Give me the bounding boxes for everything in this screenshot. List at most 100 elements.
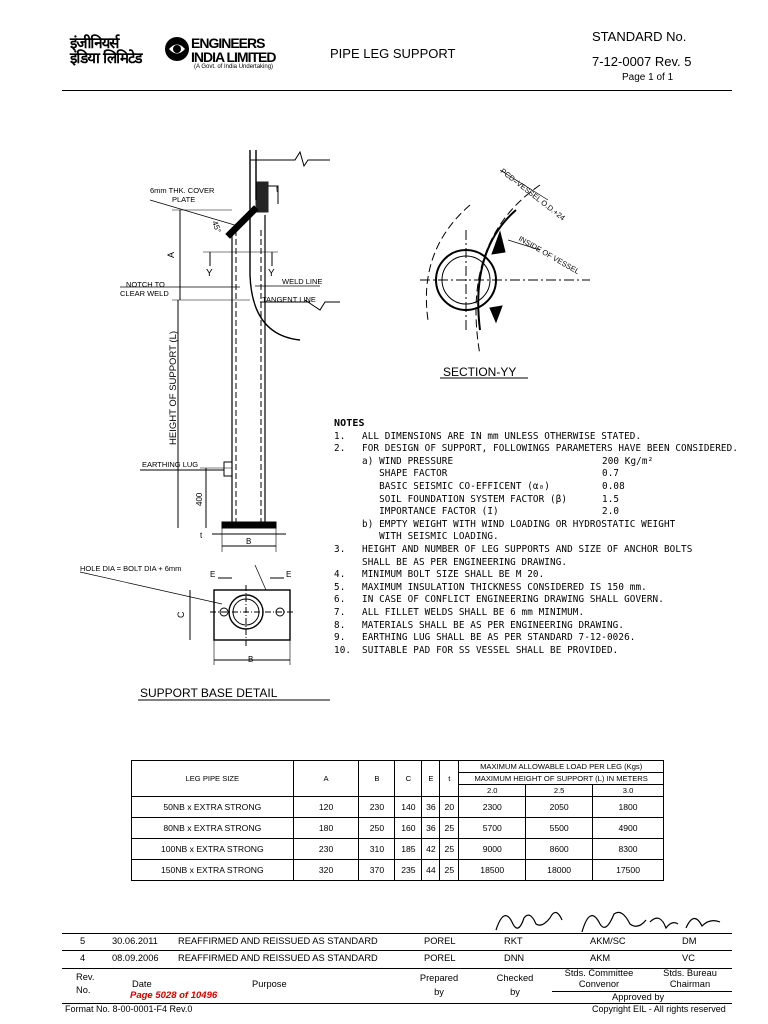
table-cell: 370	[358, 859, 396, 881]
technical-drawing: 6mm THK. COVER PLATE 45° A Y Y NOTCH TO …	[79, 150, 590, 701]
header-checked: Checked by	[490, 971, 540, 999]
header-prepared: Prepared by	[414, 971, 464, 999]
header-t: t	[439, 760, 460, 797]
rev-prepared: POREL	[424, 953, 456, 963]
header-a: A	[292, 760, 360, 797]
header-convenor: Stds. Committee Convenor	[554, 968, 644, 990]
plan-break-mark	[254, 564, 267, 591]
table-cell: 320	[292, 859, 360, 881]
table-cell: 150NB x EXTRA STRONG	[131, 859, 294, 881]
rev-checked: RKT	[504, 936, 523, 946]
logo-hindi-line-2: इंडिया लिमिटेड	[70, 49, 143, 67]
table-cell: 2300	[458, 796, 527, 818]
table-cell: 2050	[525, 796, 594, 818]
table-cell: 25	[439, 838, 460, 860]
approved-line	[552, 991, 732, 992]
note-item: a) WIND PRESSURE 200 Kg/m²	[334, 456, 738, 469]
table-cell: 18500	[458, 859, 527, 881]
base-plate-plan	[213, 589, 291, 641]
label-dim-b2: B	[248, 655, 253, 664]
weld-bottom	[489, 305, 503, 324]
logo-en-line-1: ENGINEERS	[191, 35, 265, 51]
table-cell: 235	[394, 859, 423, 881]
vessel-wall-section	[477, 209, 517, 331]
note-item: 4.MINIMUM BOLT SIZE SHALL BE M 20.	[334, 569, 738, 582]
header-rev-1: Rev.	[76, 972, 95, 982]
note-item: 5.MAXIMUM INSULATION THICKNESS CONSIDERE…	[334, 582, 738, 595]
note-item: 7.ALL FILLET WELDS SHALL BE 6 mm MINIMUM…	[334, 607, 738, 620]
header-leg-pipe-size: LEG PIPE SIZE	[131, 760, 294, 797]
table-cell: 9000	[458, 838, 527, 860]
note-number: 8.	[334, 619, 346, 631]
note-item: b) EMPTY WEIGHT WITH WIND LOADING OR HYD…	[334, 519, 738, 532]
header-e: E	[421, 760, 441, 797]
header-chairman: Stds. Bureau Chairman	[650, 968, 730, 990]
page-indicator: Page 1 of 1	[622, 72, 674, 83]
pcd-leader	[499, 169, 549, 201]
signature-chairman-icon	[685, 917, 721, 929]
label-dim-a: A	[166, 252, 176, 258]
table-cell: 18000	[525, 859, 594, 881]
note-item: WITH SEISMIC LOADING.	[334, 531, 738, 544]
page-number: Page 5028 of 10496	[130, 990, 218, 1001]
signatures	[495, 911, 721, 933]
format-number: Format No. 8-00-0001-F4 Rev.0	[65, 1004, 193, 1014]
header-rev-no: Rev. No.	[76, 971, 94, 997]
label-hole-dia: HOLE DIA = BOLT DIA + 6mm	[80, 564, 181, 573]
header-chairman-1: Stds. Bureau	[663, 968, 717, 978]
note-text: a) WIND PRESSURE	[362, 455, 454, 467]
table-cell: 1800	[592, 796, 664, 818]
header-convenor-2: Convenor	[578, 979, 620, 989]
header-b: B	[358, 760, 396, 797]
label-pcd: PCD=VESSEL O.D.+24	[499, 166, 567, 222]
table-cell: 36	[421, 817, 441, 839]
weld-top	[491, 230, 506, 255]
label-support-base-detail: SUPPORT BASE DETAIL	[140, 686, 278, 700]
header-approved: Approved by	[612, 992, 665, 1002]
rev-purpose: REAFFIRMED AND REISSUED AS STANDARD	[178, 953, 378, 963]
label-earthing-lug: EARTHING LUG	[142, 460, 198, 469]
weld-pad	[255, 181, 269, 213]
note-text: IMPORTANCE FACTOR (I)	[362, 506, 499, 518]
rev-number: 5	[80, 936, 86, 946]
table-cell: 4900	[592, 817, 664, 839]
signature-checked-icon	[495, 911, 563, 931]
support-base-plan-view	[79, 564, 294, 665]
header-max-height: MAXIMUM HEIGHT OF SUPPORT (L) IN METERS	[458, 772, 664, 785]
note-value: 0.7	[602, 468, 620, 480]
logo-hindi-text: इंजीनियर्स इंडिया लिमिटेड	[70, 34, 143, 67]
header-chairman-2: Chairman	[669, 979, 711, 989]
rev-bottom-line	[62, 1003, 732, 1004]
note-number: 6.	[334, 594, 346, 606]
table-cell: 180	[292, 817, 360, 839]
note-number: 3.	[334, 543, 346, 555]
signature-convenor-icon	[581, 911, 679, 933]
table-cell: 17500	[592, 859, 664, 881]
note-item: BASIC SEISMIC CO-EFFICENT (α₀)0.08	[334, 481, 738, 494]
label-y-right: Y	[268, 268, 275, 279]
standard-label: STANDARD No.	[592, 29, 687, 44]
note-item: 8.MATERIALS SHALL BE AS PER ENGINEERING …	[334, 620, 738, 633]
table-cell: 5500	[525, 817, 594, 839]
header-date: Date	[132, 979, 152, 989]
rev-date: 08.09.2006	[112, 953, 159, 963]
label-cover-plate-2: PLATE	[172, 195, 195, 204]
label-weld-line: WELD LINE	[282, 277, 322, 286]
label-dim-b: B	[246, 537, 251, 546]
notes-section: NOTES 1.ALL DIMENSIONS ARE IN mm UNLESS …	[334, 418, 738, 657]
note-text: HEIGHT AND NUMBER OF LEG SUPPORTS AND SI…	[362, 543, 693, 555]
note-text: SOIL FOUNDATION SYSTEM FACTOR (β)	[362, 493, 568, 505]
label-cover-plate-1: 6mm THK. COVER	[150, 186, 215, 195]
table-cell: 20	[439, 796, 460, 818]
table-cell: 5700	[458, 817, 527, 839]
header-divider	[62, 90, 732, 91]
label-height: HEIGHT OF SUPPORT (L)	[168, 331, 179, 445]
bolt-hole-left	[219, 607, 229, 617]
note-value: 200 Kg/m²	[602, 455, 654, 467]
label-angle: 45°	[210, 220, 223, 234]
logo-hindi-line-1: इंजीनियर्स	[70, 34, 119, 52]
rev-top-line	[62, 933, 732, 934]
header-c: C	[394, 760, 423, 797]
note-text: MAXIMUM INSULATION THICKNESS CONSIDERED …	[362, 581, 647, 593]
